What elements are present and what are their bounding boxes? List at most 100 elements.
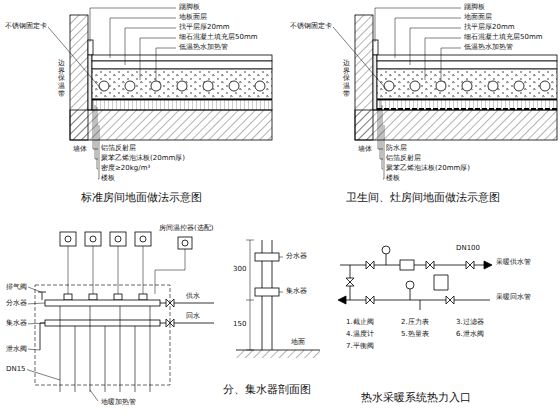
line-art xyxy=(466,261,474,269)
line-art xyxy=(26,303,45,304)
part-label: 地面 xyxy=(290,338,306,346)
line-art xyxy=(40,323,45,350)
line-art xyxy=(28,287,41,292)
part-label: 采暖回水管 xyxy=(495,293,532,301)
part-label: 低温热水加热管 xyxy=(463,43,514,51)
line-art xyxy=(246,300,254,301)
line-art xyxy=(135,232,151,246)
line-art xyxy=(382,105,383,169)
line-art xyxy=(338,296,346,304)
line-art xyxy=(150,306,151,392)
line-art xyxy=(64,294,72,300)
line-art xyxy=(27,349,40,350)
line-art xyxy=(120,306,121,392)
part-label: 楼板 xyxy=(100,174,116,182)
dimension: 300 xyxy=(232,265,247,273)
legend-note: 4.温度计 xyxy=(345,330,375,338)
line-art xyxy=(95,105,98,159)
line-art xyxy=(346,278,354,286)
part-label: 地板面层 xyxy=(178,13,208,21)
line-art xyxy=(93,100,99,179)
line-art xyxy=(340,300,490,301)
line-art xyxy=(60,232,76,246)
part-label: 细石混凝土填充层50mm xyxy=(178,33,259,41)
legend-note: 7.平衡阀 xyxy=(345,342,375,350)
manifold-plan xyxy=(25,232,214,401)
line-art xyxy=(98,125,99,179)
line-art xyxy=(115,236,121,242)
line-art xyxy=(65,236,71,242)
line-art xyxy=(89,294,97,300)
figure-caption: 标准房间地面做法示意图 xyxy=(80,192,203,205)
line-art xyxy=(426,261,434,269)
line-art xyxy=(246,350,254,351)
part-label: 密度≥20kg/m³ xyxy=(100,164,151,172)
part-label: 边界保温带 xyxy=(343,60,350,98)
part-label: 地暖加热管 xyxy=(100,398,137,406)
line-art xyxy=(420,300,421,310)
part-label: 铝箔反射层 xyxy=(385,154,422,162)
line-art xyxy=(90,236,96,242)
line-art xyxy=(166,299,174,307)
line-art xyxy=(143,246,144,294)
line-art xyxy=(246,240,254,241)
part-label: 找平层厚20mm xyxy=(463,23,516,31)
part-label: 集水器 xyxy=(285,287,308,295)
part-label: 房间温控器(选配) xyxy=(158,224,214,232)
line-art xyxy=(68,246,185,294)
legend-note: 3.过滤器 xyxy=(455,318,485,326)
line-art xyxy=(48,8,272,140)
line-art xyxy=(105,326,106,392)
line-art xyxy=(406,281,414,289)
part-label: 回水 xyxy=(185,312,201,320)
manifold-section xyxy=(236,240,320,358)
line-art xyxy=(45,320,160,326)
line-art xyxy=(446,296,454,304)
part-label: 排气阀 xyxy=(5,283,28,291)
line-art xyxy=(366,261,374,269)
line-art xyxy=(378,100,384,179)
line-art xyxy=(93,246,94,294)
line-art xyxy=(45,300,160,306)
line-art xyxy=(155,249,185,294)
part-label: 不锈钢固定卡 xyxy=(4,22,48,30)
line-art xyxy=(434,275,448,290)
part-label: 聚苯乙烯泡沫板(20mm厚) xyxy=(100,154,186,162)
pipe-size: DN100 xyxy=(455,244,481,252)
line-art xyxy=(166,319,174,327)
part-label: 低温热水加热管 xyxy=(178,43,229,51)
line-art xyxy=(377,108,557,110)
line-art xyxy=(139,294,147,300)
line-art xyxy=(250,240,251,350)
legend-note: 1.截止阀 xyxy=(345,318,375,326)
standard-floor-section xyxy=(48,8,272,179)
line-art xyxy=(236,350,320,358)
legend-note: 5.热量表 xyxy=(400,330,430,338)
line-art xyxy=(255,253,279,261)
part-label: 分水器 xyxy=(5,299,28,307)
part-label: 踢脚板 xyxy=(178,3,201,11)
line-art xyxy=(182,240,188,246)
line-art xyxy=(380,100,383,159)
line-art xyxy=(85,232,101,246)
line-art xyxy=(68,246,69,294)
line-art xyxy=(383,125,384,179)
part-label: 细石混凝土填充层50mm xyxy=(463,33,544,41)
line-art xyxy=(178,237,192,249)
line-art xyxy=(110,232,126,246)
line-art xyxy=(38,292,46,300)
line-art xyxy=(97,107,98,169)
line-art xyxy=(140,236,146,242)
line-art xyxy=(90,306,91,392)
line-art xyxy=(400,260,414,270)
part-label: 铝箔反射层 xyxy=(100,144,137,152)
line-art xyxy=(25,287,98,401)
part-label: 找平层厚20mm xyxy=(178,23,231,31)
part-label: 墙体 xyxy=(72,145,88,153)
part-label: 聚苯乙烯泡沫板(20mm厚) xyxy=(385,164,471,172)
line-art xyxy=(75,326,76,392)
heat-entry-piping xyxy=(338,246,492,310)
part-label: 采暖供水管 xyxy=(495,258,532,266)
